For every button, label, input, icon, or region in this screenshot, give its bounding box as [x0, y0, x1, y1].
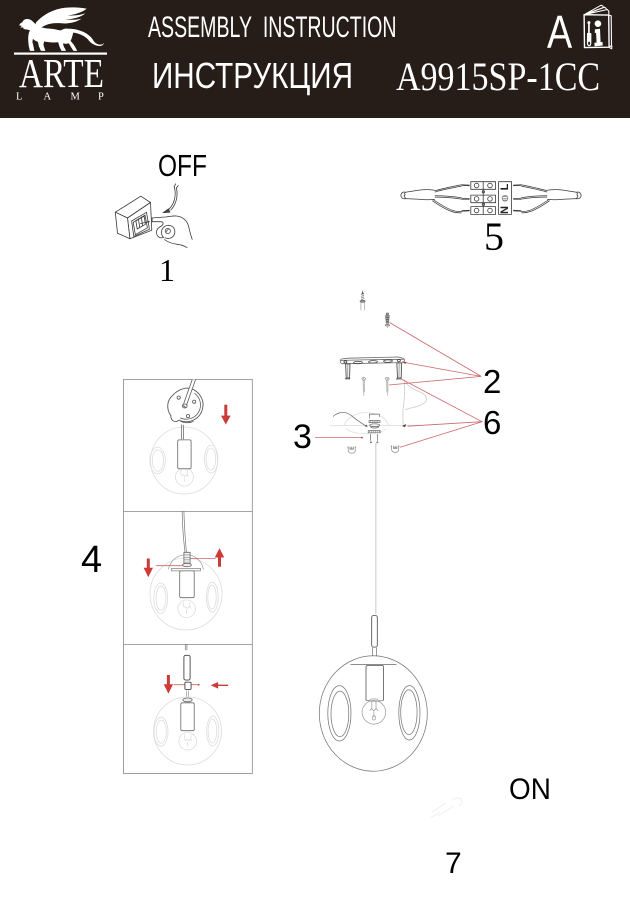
svg-text:L: L: [16, 92, 22, 103]
svg-text:N: N: [499, 206, 511, 214]
svg-text:ARTE: ARTE: [19, 50, 104, 96]
svg-text:A: A: [44, 92, 52, 103]
svg-text:L: L: [499, 183, 511, 190]
svg-text:M: M: [71, 92, 81, 103]
svg-text:P: P: [98, 92, 104, 103]
